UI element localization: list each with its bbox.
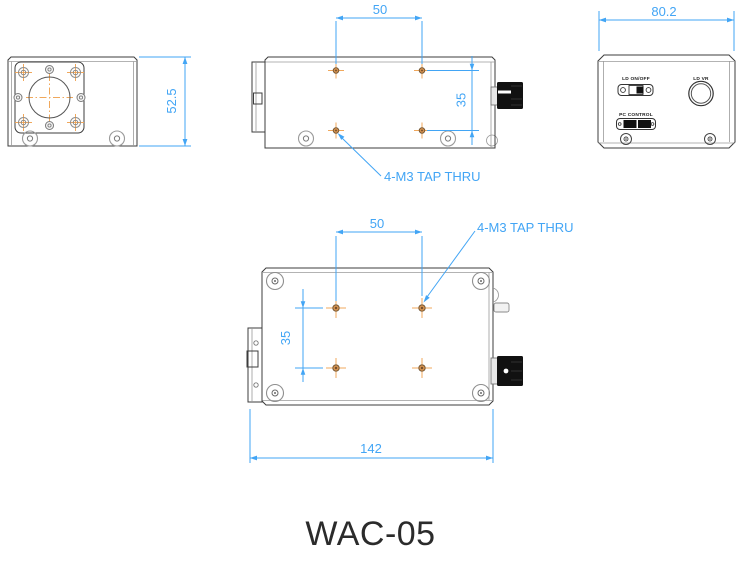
tap-note-label: 4-M3 TAP THRU [477,220,574,235]
side-bump [492,287,499,303]
ld-onoff-label: LD ON/OFF [622,76,650,82]
dimension-width-80-2: 80.2 [598,4,735,51]
front-body-outline [7,56,138,147]
foot-screw [297,130,315,147]
dimension-hole-span-35: 35 [278,289,323,382]
model-title: WAC-05 [305,515,436,553]
dim-label-hole-span-x: 50 [370,216,384,231]
dimension-hole-span-50: 50 [335,216,423,301]
lens-aperture [28,76,71,119]
tap-note-label: 4-M3 TAP THRU [384,169,481,184]
rear-view: LD ON/OFF LD VR PC CONTROL [597,4,736,149]
screw [76,93,86,102]
tap-hole [411,297,433,319]
tap-hole [66,113,85,132]
adjustment-knob [490,82,523,109]
corner-screw [471,271,491,291]
ld-vr-label: LD VR [693,76,709,82]
vr-knob [688,80,714,107]
pc-control-connector [616,118,656,130]
screw [45,121,54,130]
pc-control-label: PC CONTROL [619,112,653,118]
power-switch [617,84,654,96]
tap-hole [66,63,85,82]
screw [13,93,23,102]
tap-note-leader: 4-M3 TAP THRU [337,133,481,184]
front-view: 52.5 [7,56,191,147]
flange-slot [246,350,259,368]
dim-label-height: 52.5 [164,88,179,113]
dim-label-hole-span-x: 50 [373,2,387,17]
rear-body-outline [597,54,736,149]
tap-hole [14,63,33,82]
dimension-hole-span-35: 35 [427,56,479,145]
side-view: 50 35 4-M3 TAP THRU [251,2,523,184]
side-body-outline [264,56,496,149]
corner-screw [265,271,285,291]
tap-note-leader: 4-M3 TAP THRU [423,220,574,303]
dimension-length-142: 142 [249,409,494,463]
tap-hole [411,357,433,379]
adjustment-knob [490,356,523,386]
dim-label-length: 142 [360,441,382,456]
dim-label-hole-span-y: 35 [454,93,469,107]
dimension-hole-span-50: 50 [335,2,423,64]
bottom-view: 50 35 4-M3 TAP THRU 142 [246,216,574,463]
tap-hole [327,62,345,79]
dim-label-rear-width: 80.2 [651,4,676,19]
tap-hole [325,357,347,379]
flange-slot [253,92,263,105]
dimension-height-52-5: 52.5 [139,56,191,147]
foot-screw [108,130,126,147]
bottom-body-outline [261,267,494,406]
mounting-flange [247,327,263,403]
screw [45,65,54,74]
corner-screw [265,383,285,403]
tap-hole [14,113,33,132]
dim-label-hole-span-y: 35 [278,331,293,345]
foot-screw [439,130,457,147]
mounting-flange [251,61,266,133]
corner-screw [471,383,491,403]
side-tab [493,302,510,313]
